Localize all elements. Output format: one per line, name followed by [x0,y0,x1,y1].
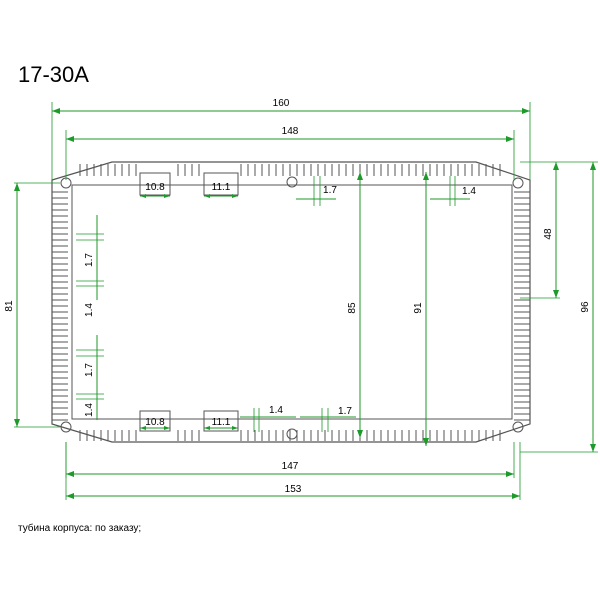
dim-center-height-a [357,172,363,438]
dim-slot-bottom-a [140,426,170,430]
label-left-height: 81 [4,300,15,312]
dim-right-inner-height [553,162,559,298]
dim-bottom-width [66,493,520,499]
label-left-gap-1: 1.7 [84,253,95,267]
dim-top-width [66,136,514,142]
dim-bottom-inner-width [66,471,514,477]
label-slot-bottom-a: 10.8 [145,417,165,428]
label-gap-bottom-b: 1.7 [338,406,352,417]
dim-slot-top-b [204,194,238,198]
hole-top-right [512,177,524,189]
label-left-gap-2: 1.4 [84,303,95,317]
label-right-inner-height: 48 [543,228,554,240]
label-right-outer-height: 96 [580,301,591,313]
label-overall-width: 160 [273,98,290,109]
hole-bottom-mid [286,428,298,440]
hole-top-mid [286,176,298,188]
dim-gap-top-b [430,176,470,206]
label-slot-top-b: 11.1 [212,182,231,193]
dim-gap-bottom-a [240,408,296,432]
label-center-height-b: 91 [413,302,424,314]
drawing-title: 17-30A [18,62,89,87]
hole-bottom-left [60,421,72,433]
label-left-gap-3: 1.7 [84,363,95,377]
label-gap-top-a: 1.7 [323,185,337,196]
cooling-fins [52,164,530,441]
dim-slot-bottom-b [204,426,238,430]
label-top-width: 148 [282,126,299,137]
label-center-height-a: 85 [347,302,358,314]
label-slot-bottom-b: 11.1 [212,417,231,428]
dim-overall-width [52,108,530,114]
inner-cavity [71,184,513,420]
depth-note: тубина корпуса: по заказу; [18,523,142,534]
top-slot-right [203,172,239,196]
dim-left-height [14,183,20,427]
label-bottom-inner-width: 147 [282,461,299,472]
dim-right-outer-height [590,162,596,452]
dim-slot-top-a [140,194,170,198]
label-left-gap-4: 1.4 [84,403,95,417]
bottom-slot-right [203,410,239,432]
label-slot-top-a: 10.8 [145,182,165,193]
label-bottom-width: 153 [285,484,302,495]
dim-left-gaps [76,215,104,420]
top-slot-left [139,172,171,196]
dim-center-height-b [423,172,429,446]
dim-gap-bottom-b [300,408,356,432]
bottom-slot-left [139,410,171,432]
hole-bottom-right [512,421,524,433]
dim-gap-top-a [296,176,336,206]
label-gap-top-b: 1.4 [462,186,476,197]
label-gap-bottom-a: 1.4 [269,405,283,416]
